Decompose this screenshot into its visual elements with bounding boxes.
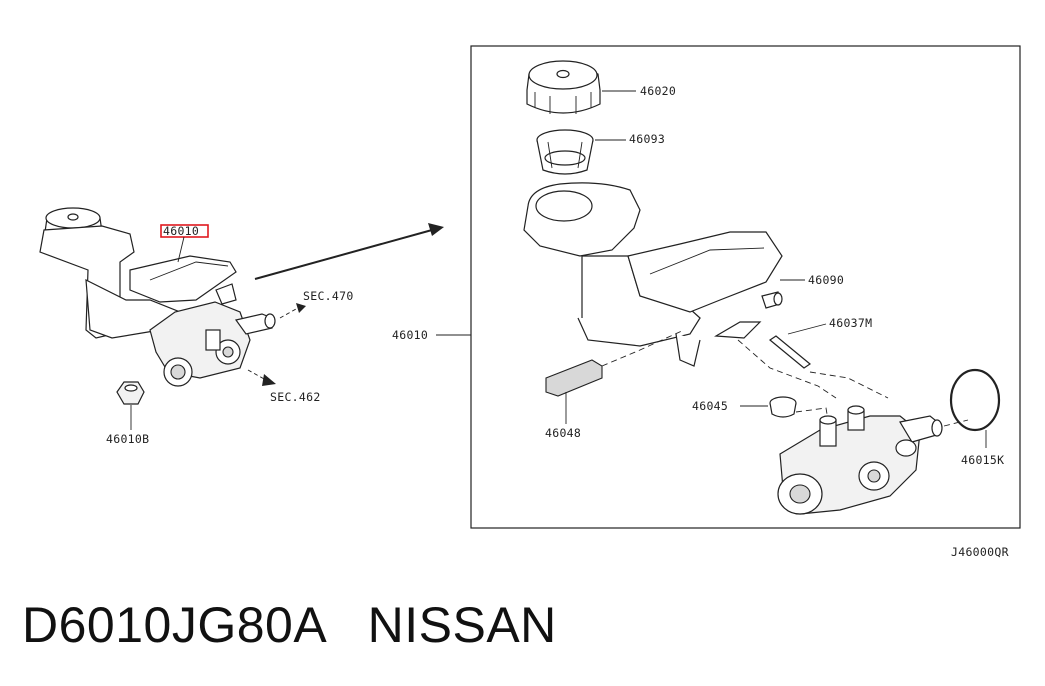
label-46045: 46045 xyxy=(692,399,728,413)
overview-assembly xyxy=(39,207,276,430)
part-number: D6010JG80A xyxy=(22,597,325,653)
label-46048: 46048 xyxy=(545,426,581,440)
label-46037m: 46037M xyxy=(829,316,872,330)
label-46015k: 46015K xyxy=(961,453,1004,467)
footer-title: D6010JG80A NISSAN xyxy=(22,596,557,654)
label-sec-462: SEC.462 xyxy=(270,390,321,404)
detail-frame xyxy=(470,45,1021,529)
label-46093: 46093 xyxy=(629,132,665,146)
sec-arrows xyxy=(247,223,444,386)
pin-46037m xyxy=(768,323,827,369)
label-46090: 46090 xyxy=(808,273,844,287)
highlight-box xyxy=(160,224,209,238)
oring-46015k xyxy=(949,368,1001,448)
strainer-46093 xyxy=(536,129,626,175)
reservoir-46090 xyxy=(523,182,805,367)
label-46010-main: 46010 xyxy=(163,224,199,238)
label-46010b: 46010B xyxy=(106,432,149,446)
brand-name: NISSAN xyxy=(367,597,557,653)
cylinder-body xyxy=(777,405,969,515)
label-sec-470: SEC.470 xyxy=(303,289,354,303)
grommet-46045 xyxy=(740,396,797,418)
seal-46048 xyxy=(545,329,685,424)
cap-46020 xyxy=(526,60,636,114)
diagram-code: J46000QR xyxy=(951,545,1009,559)
label-46010-assembly: 46010 xyxy=(392,328,428,342)
label-46020: 46020 xyxy=(640,84,676,98)
